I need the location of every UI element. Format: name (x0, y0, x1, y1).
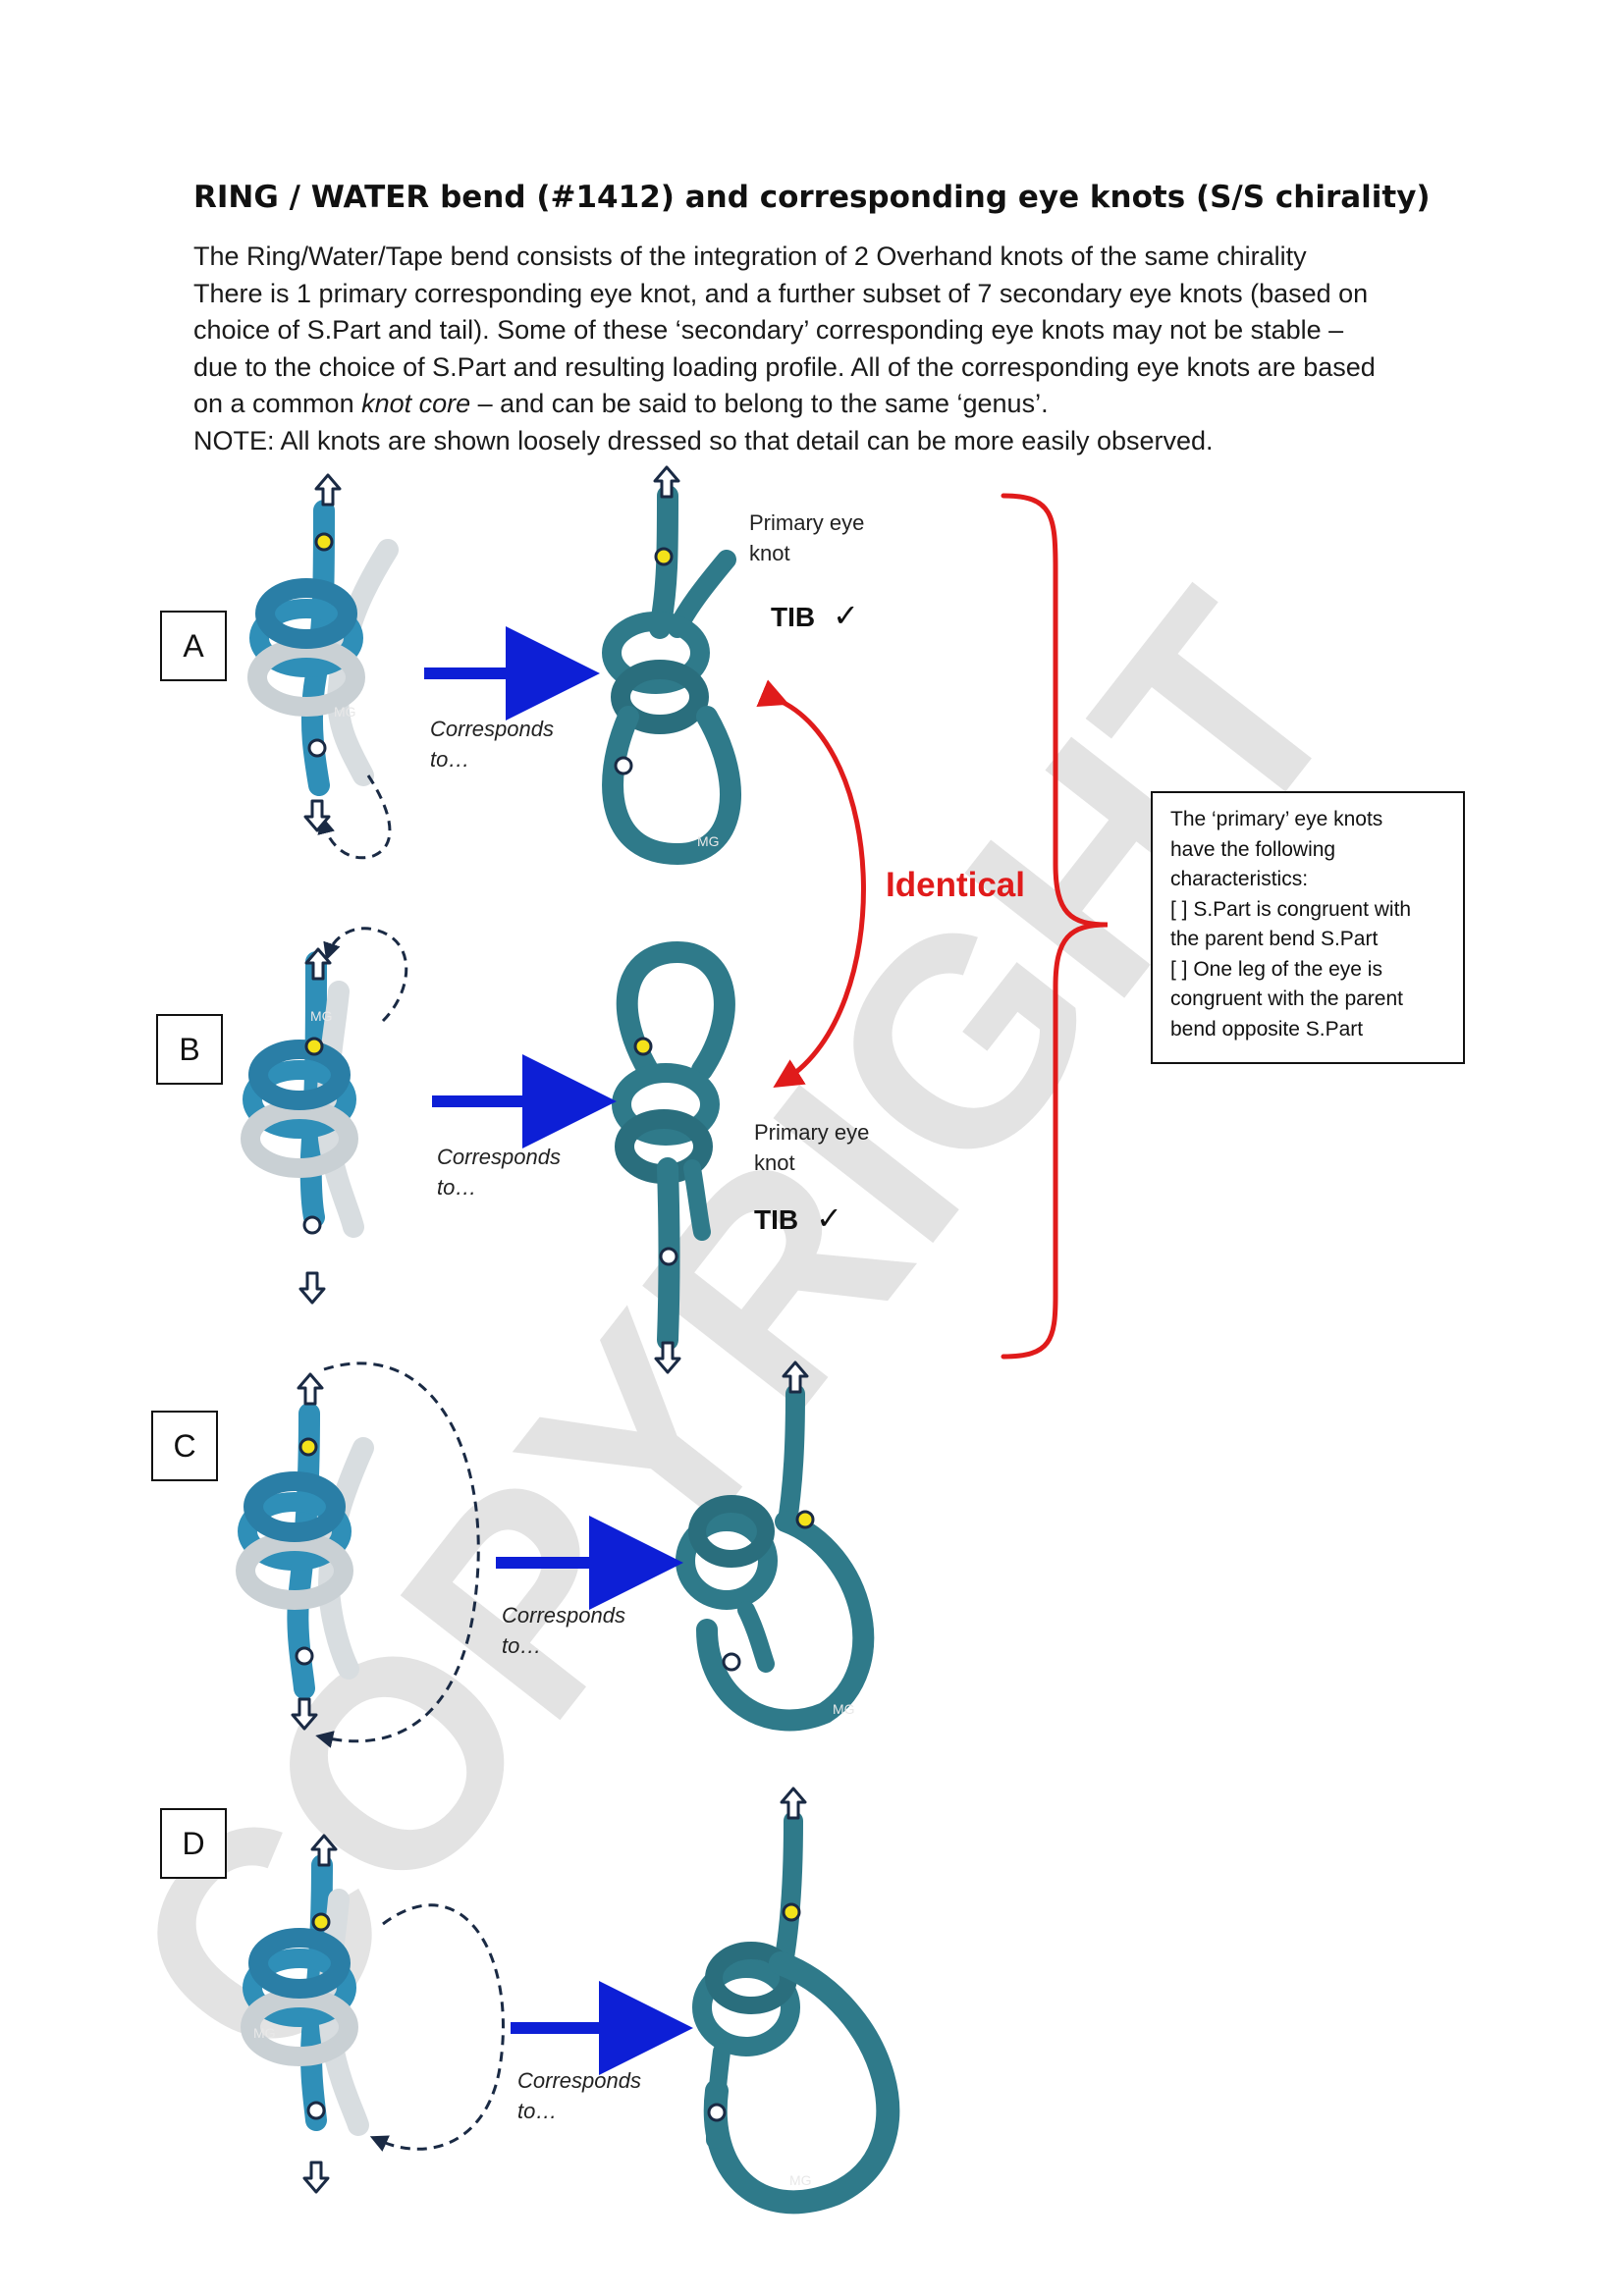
page-title: RING / WATER bend (#1412) and correspond… (193, 180, 1431, 215)
photo-mark: MG (697, 833, 720, 849)
arrow-down-icon (302, 2161, 330, 2194)
eye-knot-d-illustration (692, 1811, 900, 2215)
tib-label-b: TIB ✓ (754, 1200, 842, 1237)
eye-knot-a-illustration (602, 485, 741, 866)
checkmark-icon: ✓ (816, 1201, 842, 1236)
arrow-up-icon (314, 473, 342, 507)
intro-text: on a common (193, 389, 362, 418)
arrow-up-icon (780, 1787, 807, 1820)
characteristics-line: [ ] One leg of the eye is (1170, 957, 1382, 981)
corresponds-caption-c: Corresponds to… (502, 1600, 625, 1661)
intro-line: choice of S.Part and tail). Some of thes… (193, 315, 1344, 345)
intro-knot-core: knot core (361, 389, 471, 418)
intro-line: The Ring/Water/Tape bend consists of the… (193, 241, 1307, 271)
primary-eye-caption-a: Primary eye knot (749, 507, 864, 568)
photo-mark: MG (833, 1701, 855, 1717)
label-a: A (160, 611, 227, 681)
bend-b-illustration (241, 927, 408, 1238)
corresponds-caption-d: Corresponds to… (517, 2065, 641, 2126)
label-c: C (151, 1411, 218, 1481)
corresponds-line: Corresponds (437, 1145, 561, 1169)
primary-eye-line: Primary eye (749, 510, 865, 535)
photo-mark: MG (334, 704, 356, 720)
corresponds-line: to… (502, 1633, 542, 1658)
intro-line: due to the choice of S.Part and resultin… (193, 351, 1376, 382)
intro-line: There is 1 primary corresponding eye kno… (193, 278, 1369, 308)
photo-mark: MG (789, 2172, 812, 2188)
primary-eye-line: knot (749, 541, 790, 565)
corresponds-caption-b: Corresponds to… (437, 1142, 561, 1202)
primary-eye-line: knot (754, 1150, 795, 1175)
corresponds-line: to… (437, 1175, 477, 1200)
tib-text: TIB (771, 602, 816, 632)
intro-text: – and can be said to belong to the same … (470, 389, 1049, 418)
corresponds-line: to… (430, 747, 470, 772)
characteristics-line: the parent bend S.Part (1170, 928, 1379, 950)
label-b: B (156, 1014, 223, 1085)
bend-d-illustration (241, 1854, 505, 2152)
intro-note: NOTE: All knots are shown loosely dresse… (193, 425, 1214, 455)
tib-text: TIB (754, 1204, 799, 1235)
intro-line: on a common knot core – and can be said … (193, 386, 1470, 423)
bend-c-illustration (236, 1362, 480, 1748)
eye-knot-b-illustration (612, 940, 735, 1351)
characteristics-line: have the following (1170, 837, 1336, 861)
corresponds-caption-a: Corresponds to… (430, 714, 554, 774)
characteristics-line: bend opposite S.Part (1170, 1017, 1364, 1041)
characteristics-line: The ‘primary’ eye knots (1170, 808, 1383, 830)
characteristics-line: [ ] S.Part is congruent with (1170, 897, 1412, 921)
group-brace (1001, 493, 1109, 1360)
arrow-up-icon (297, 1372, 324, 1406)
corresponds-line: Corresponds (430, 717, 554, 741)
primary-eye-line: Primary eye (754, 1120, 870, 1145)
eye-knot-c-illustration (676, 1384, 875, 1732)
checkmark-icon: ✓ (833, 598, 859, 633)
corresponds-line: Corresponds (502, 1603, 625, 1628)
characteristics-line: congruent with the parent (1170, 988, 1403, 1010)
corresponds-line: to… (517, 2099, 558, 2123)
characteristics-box: The ‘primary’ eye knots have the followi… (1151, 791, 1465, 1064)
photo-mark: MG (310, 1008, 333, 1024)
identical-arc (756, 679, 866, 1089)
photo-mark: MG (253, 2025, 276, 2041)
characteristics-line: characteristics: (1170, 868, 1309, 890)
primary-eye-caption-b: Primary eye knot (754, 1117, 869, 1178)
label-d: D (160, 1808, 227, 1879)
bend-a-illustration (247, 500, 399, 860)
tib-label-a: TIB ✓ (771, 597, 859, 634)
identical-label: Identical (886, 866, 1025, 904)
corresponds-line: Corresponds (517, 2068, 641, 2093)
intro-paragraph: The Ring/Water/Tape bend consists of the… (193, 239, 1470, 459)
arrow-down-icon (298, 1271, 326, 1305)
